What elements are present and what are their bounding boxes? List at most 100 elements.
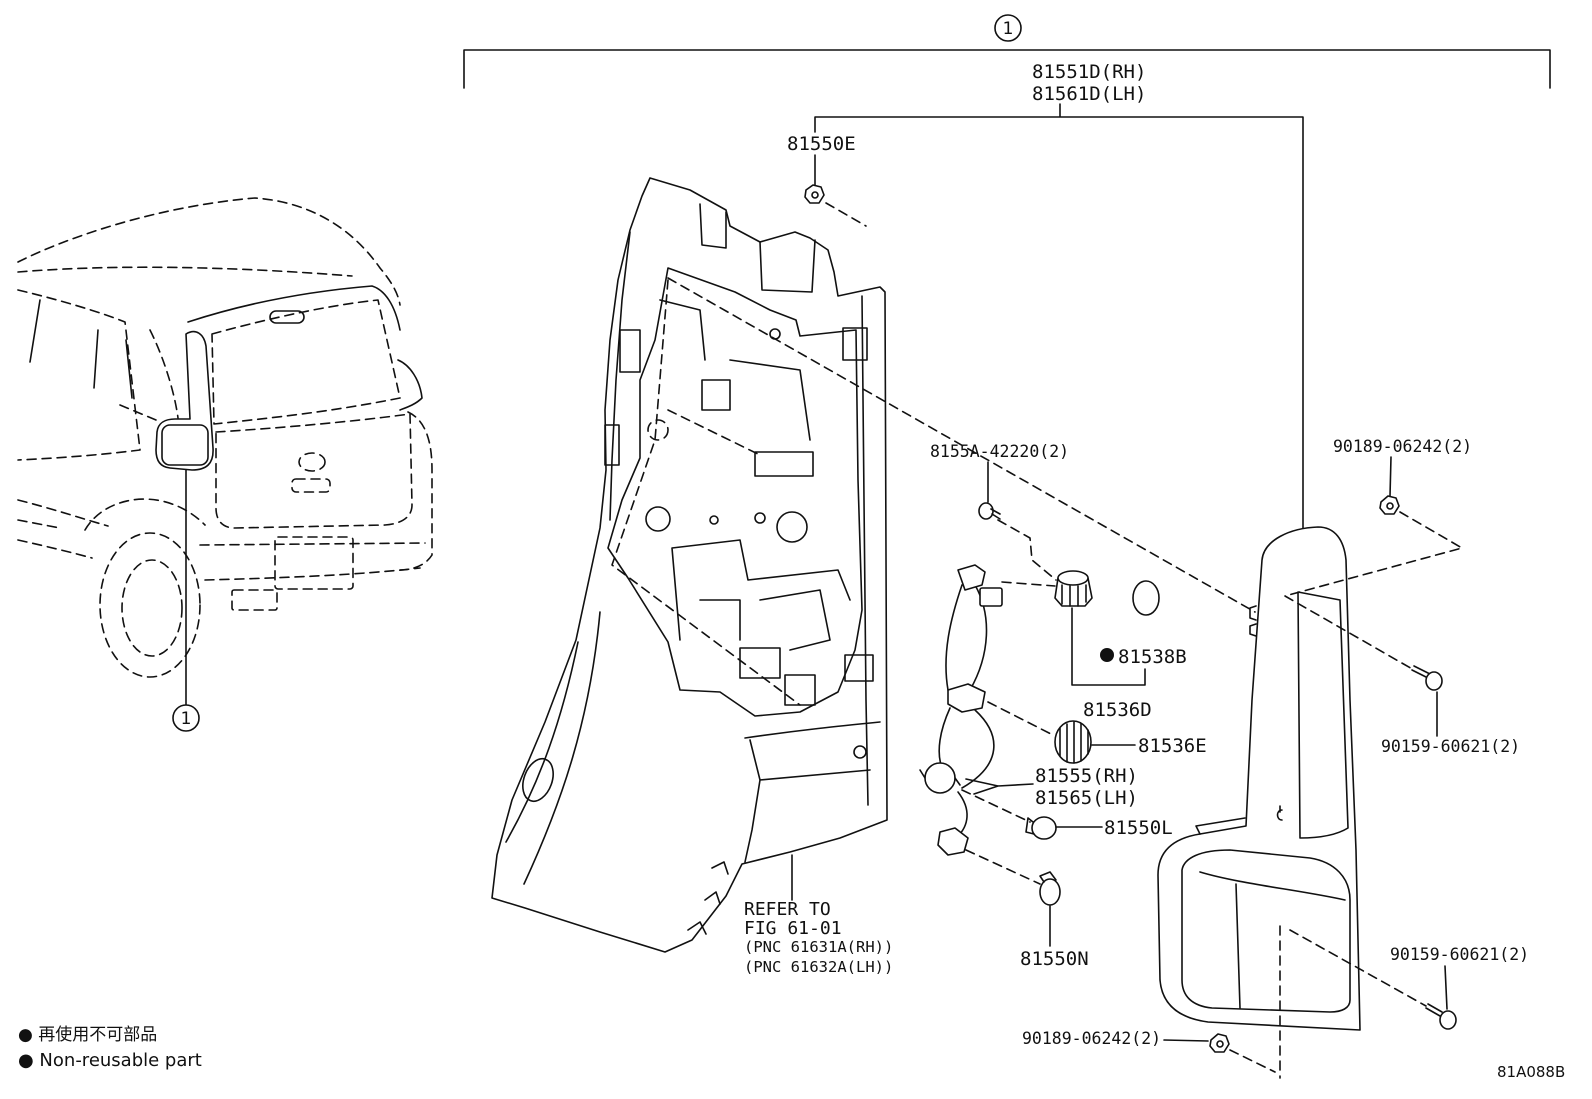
dashed-lamp-lower-screw — [1289, 929, 1427, 1007]
dashed-socket-81536e — [987, 701, 1054, 736]
label-clip-90189-lower: 90189-06242(2) — [1022, 1029, 1161, 1048]
panel-tab-1 — [619, 329, 641, 373]
lamp-lower-lens — [1181, 849, 1351, 1013]
bulb-socket-81536d — [1054, 570, 1093, 607]
label-bulb-81550l: 81550L — [1104, 817, 1173, 839]
bulb-81550n-base — [1039, 871, 1057, 883]
clip-90189-lower-body — [1209, 1033, 1230, 1053]
label-bulb-81550n: 81550N — [1020, 948, 1089, 970]
panel-side-marker-cutout — [522, 757, 554, 803]
harness-top-socket — [957, 564, 986, 591]
reference-line-2: FIG 61-01 — [744, 918, 842, 939]
socket-81536d-ribs — [1061, 584, 1087, 607]
dashed-socket-81536d — [1001, 581, 1056, 587]
screw-90159-upper-head — [1425, 671, 1443, 691]
vehicle-rear-bumper — [199, 542, 426, 581]
bulb-81550n-glass — [1039, 878, 1061, 906]
harness-socket-lower-tabs — [919, 769, 961, 786]
panel-bottom-tabs — [687, 861, 729, 935]
vehicle-lower-hatch — [215, 413, 413, 529]
socket-81536e-ribs — [1059, 721, 1089, 764]
quarter-panel-inner-recess — [607, 267, 863, 717]
screw-90159-lower-shank — [1425, 1003, 1443, 1017]
vehicle-lower-reflector — [231, 589, 278, 611]
alignment-dashed-panel-to-lamp — [667, 277, 1256, 613]
lamp-lower-lens-inner — [1199, 871, 1346, 1009]
vehicle-side-body-lines — [17, 499, 109, 559]
vehicle-rear-wheel-outer — [99, 532, 201, 678]
vehicle-wheel-arch — [84, 498, 206, 531]
vehicle-side-window-frame — [17, 289, 141, 461]
vehicle-right-lamp-outline — [397, 359, 423, 411]
panel-hole-2 — [776, 511, 808, 543]
panel-lower-section — [744, 721, 881, 863]
vehicle-roof-rear-edge — [17, 266, 353, 277]
panel-alignment-dashed-mid — [667, 409, 761, 456]
harness-wire-3 — [938, 707, 951, 769]
clip-81550e-body — [804, 184, 825, 204]
label-wire-81565-lh: 81565(LH) — [1035, 787, 1138, 809]
lamp-side-flange — [1195, 817, 1246, 835]
vehicle-side-window-pillars — [29, 299, 133, 399]
panel-tab-3 — [754, 451, 814, 477]
rear-combination-lamp — [1157, 526, 1361, 1031]
reference-line-3: (PNC 61631A(RH)) — [744, 938, 893, 956]
dashed-bulb-81550n — [965, 849, 1041, 885]
vehicle-tail-lamp — [155, 330, 214, 471]
vehicle-hatch-handle — [291, 478, 331, 493]
legend-non-reusable-jp: ● 再使用不可部品 — [18, 1024, 157, 1045]
non-reusable-mark — [1100, 648, 1114, 662]
panel-tab-7 — [604, 424, 620, 466]
vehicle-hatch-top-edge — [187, 285, 401, 331]
bulb-81550l — [1025, 816, 1057, 840]
vehicle-rear-pillar — [119, 329, 179, 421]
clip-90189-upper-center — [1386, 502, 1394, 510]
label-screw-90159-lower: 90159-60621(2) — [1390, 945, 1529, 964]
harness-wire-5 — [957, 791, 968, 837]
label-clip-81550e: 81550E — [787, 133, 856, 155]
dashed-clip-81550e — [825, 202, 867, 227]
legend-non-reusable-en: ● Non-reusable part — [18, 1050, 202, 1071]
harness-socket-lower — [924, 762, 956, 794]
assembly-callout-circle-vehicle — [172, 704, 200, 732]
screw-8155a-42220 — [978, 502, 1001, 520]
bulb-81550n — [1039, 871, 1061, 906]
vehicle-rear-wheel-inner — [121, 559, 183, 657]
screw-8155a-head — [978, 502, 994, 520]
bulb-81550l-glass — [1031, 816, 1057, 840]
clip-90189-lower-center — [1216, 1040, 1224, 1048]
lamp-upper-lens — [1297, 591, 1349, 839]
vehicle-rear-view: 1 — [17, 197, 433, 732]
panel-hole-5 — [709, 515, 719, 525]
vehicle-high-mount-stop-lamp — [269, 310, 305, 324]
panel-hole-4 — [754, 512, 766, 524]
label-lamp-assy-rh: 81551D(RH) — [1032, 61, 1146, 83]
leader-clip-90189-lower — [1163, 1039, 1209, 1042]
quarter-panel-right-flange — [861, 295, 869, 806]
lamp-marking — [1276, 805, 1283, 821]
clip-90189-upper-body — [1379, 495, 1400, 515]
lamp-assy-bracket-line — [814, 103, 1304, 531]
vehicle-license-plate-area — [274, 536, 354, 590]
label-gasket-81538b: 81538B — [1118, 646, 1187, 668]
vehicle-right-body-side — [399, 411, 433, 571]
vehicle-rear-window — [211, 299, 401, 425]
screw-90159-lower-head — [1439, 1010, 1457, 1030]
assembly-bracket-line — [463, 49, 1551, 89]
leader-screw-90159-lower — [1444, 965, 1448, 1010]
socket-81536d-top — [1057, 570, 1089, 586]
figure-id: 81A088B — [1497, 1063, 1565, 1081]
quarter-panel-outline — [491, 177, 888, 953]
panel-tab-4 — [842, 327, 868, 361]
panel-tab-2 — [701, 379, 731, 411]
screw-90159-60621-upper — [1411, 665, 1443, 691]
leader-clip-90189-upper — [1389, 456, 1392, 497]
leader-wire-81555 — [965, 778, 1034, 795]
panel-hole-1 — [645, 506, 671, 532]
dashed-lamp-upper-fasteners — [1284, 511, 1463, 671]
bulb-81550l-base — [1025, 817, 1035, 835]
bulb-socket-81536e — [1054, 720, 1092, 764]
clip-90189-06242-upper — [1379, 495, 1400, 515]
label-lamp-assy-lh: 81561D(LH) — [1032, 83, 1146, 105]
